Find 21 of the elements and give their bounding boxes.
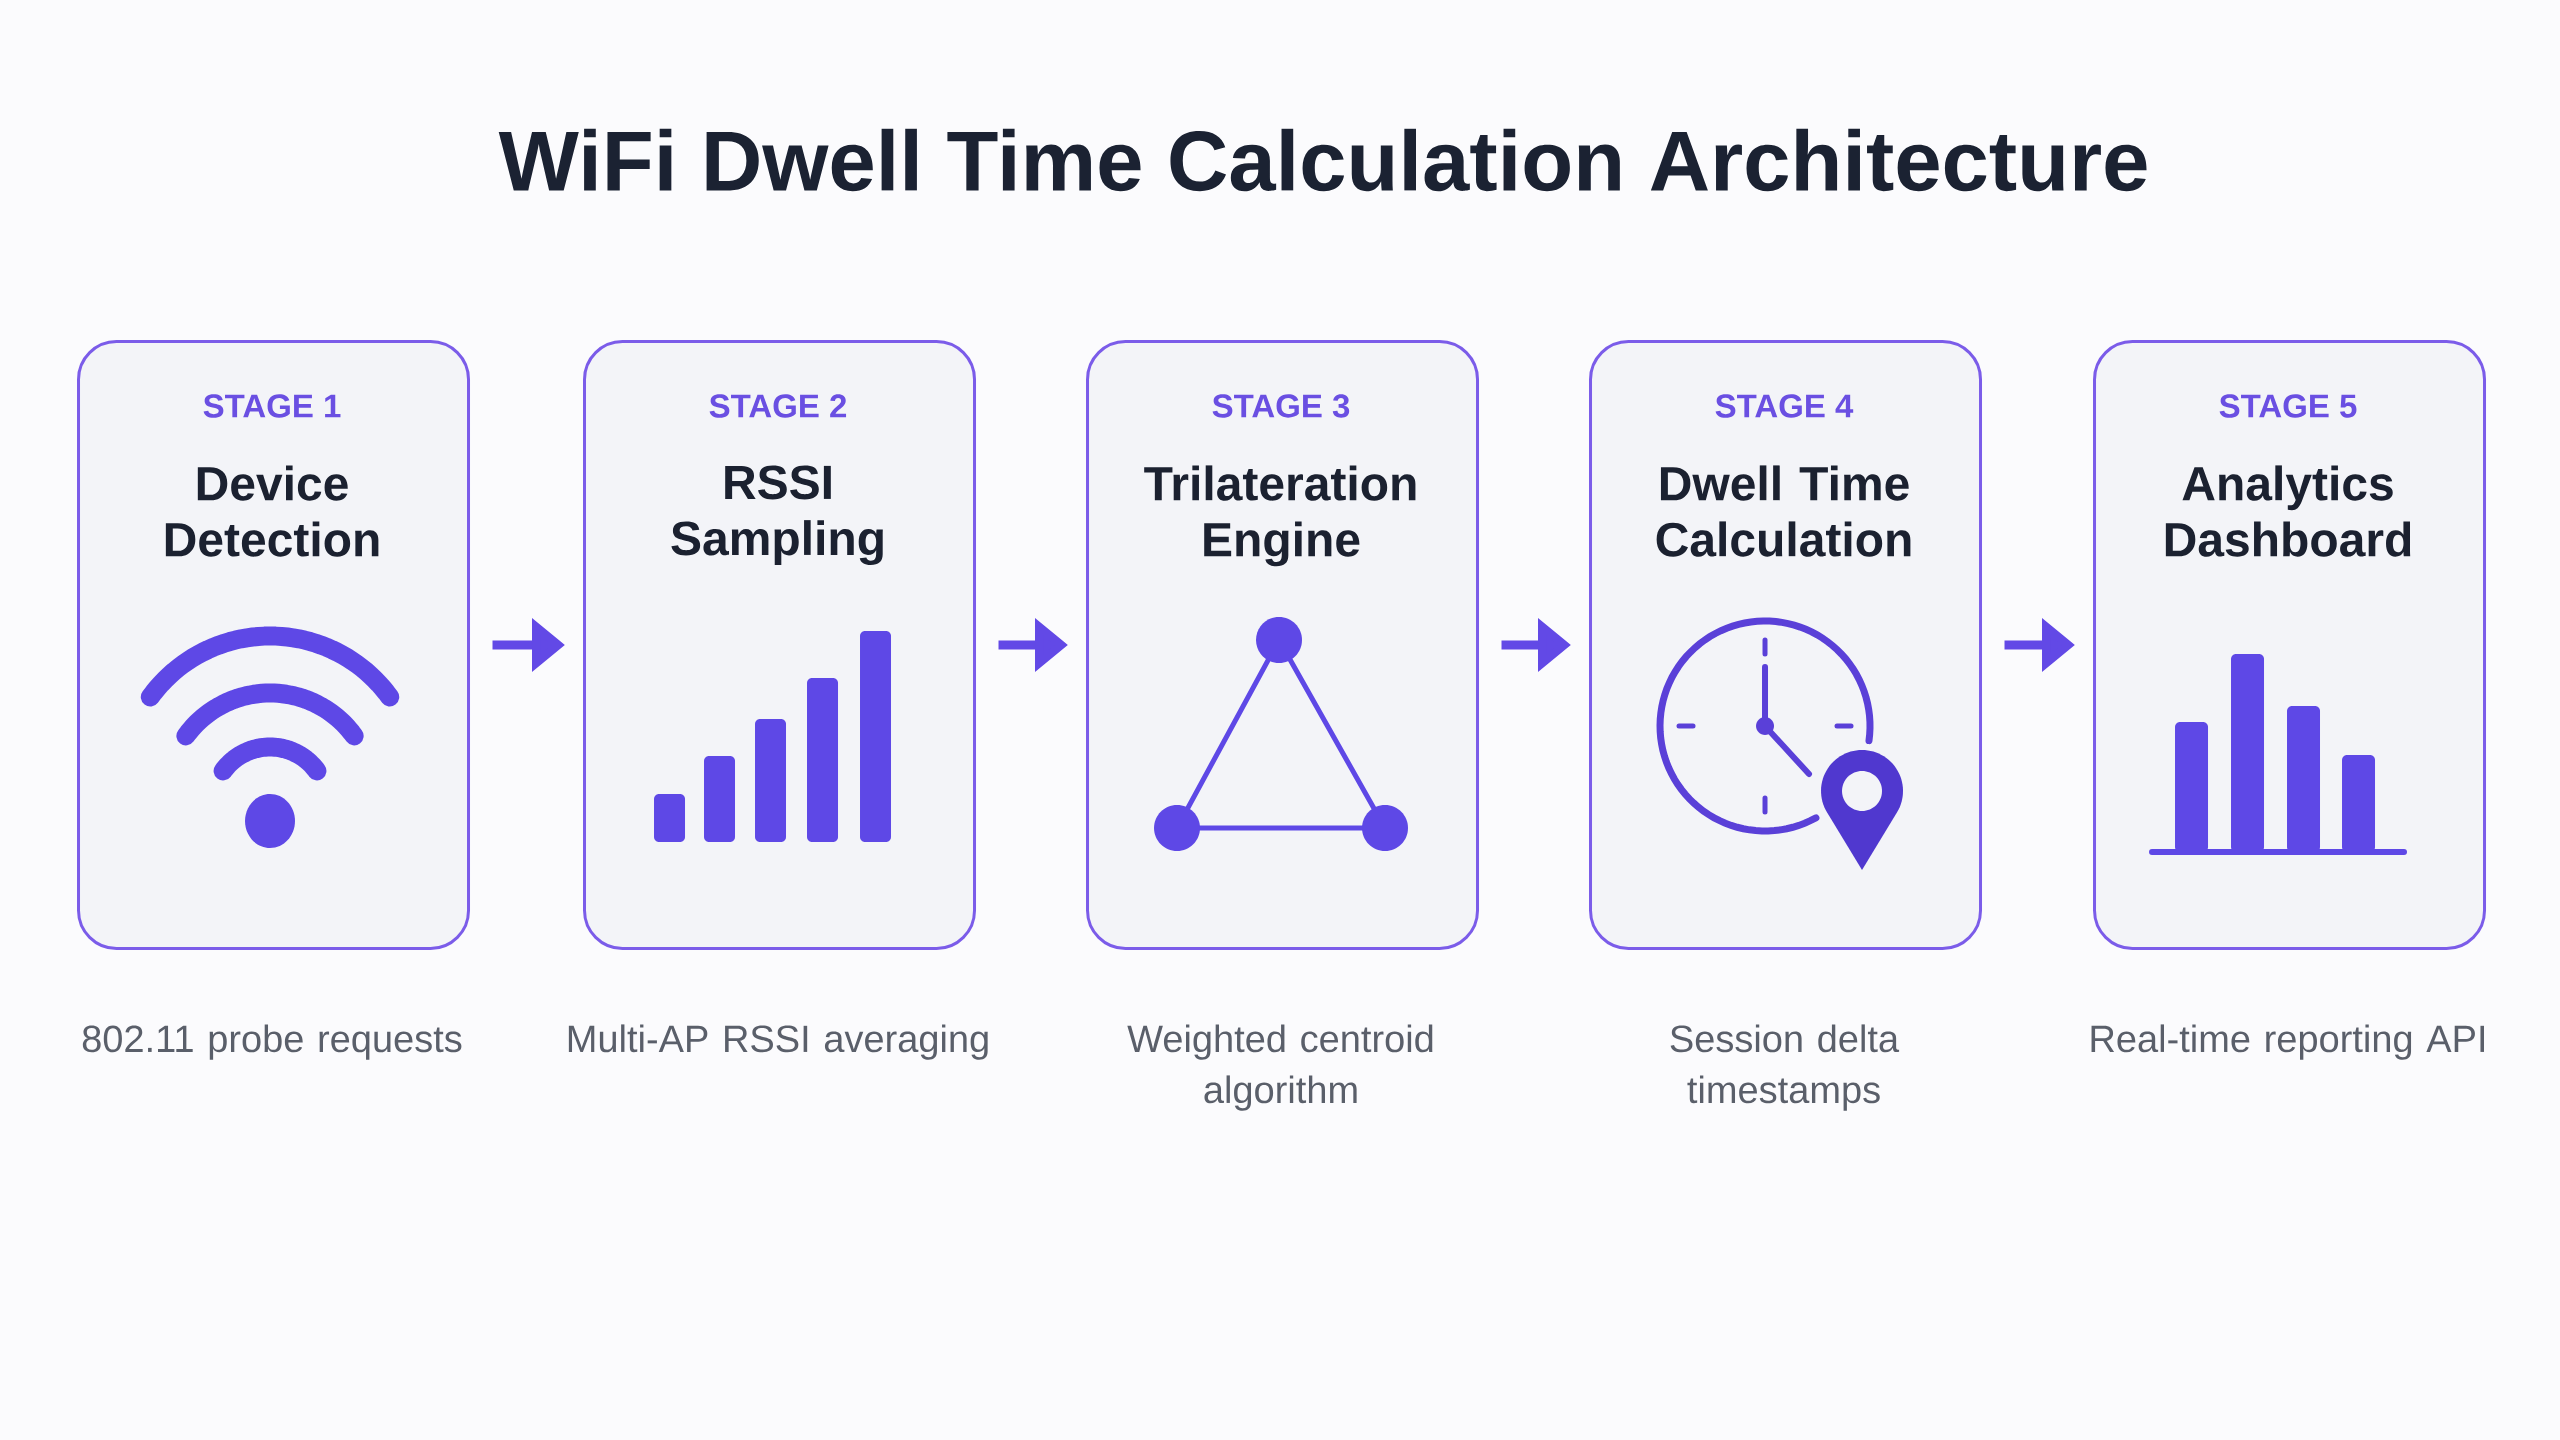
stage-card <box>1086 340 1479 950</box>
stage-card <box>2093 340 2486 950</box>
stage-card <box>77 340 470 950</box>
stage-heading: Device Detection <box>165 465 379 557</box>
stage-label: STAGE 4 <box>1715 394 1854 418</box>
stage-description: Multi-AP RSSI averaging <box>568 1024 988 1060</box>
title: WiFi Dwell Time Calculation Architecture <box>498 128 2147 192</box>
stage-card <box>1589 340 1982 950</box>
stage-description: Real-time reporting API <box>2091 1024 2484 1060</box>
stage-description: Weighted centroid algorithm <box>1127 1024 1433 1111</box>
stage-heading: Dwell Time Calculation <box>1656 465 1911 557</box>
stage-heading: Analytics Dashboard <box>2165 465 2411 557</box>
stage-description: Session delta timestamps <box>1670 1024 1900 1111</box>
stage-label: STAGE 5 <box>2219 394 2357 418</box>
stage-card <box>583 340 976 950</box>
stage-label: STAGE 2 <box>709 394 847 418</box>
stage-label: STAGE 1 <box>203 394 341 418</box>
stage-heading: Trilateration Engine <box>1144 465 1416 567</box>
stage-label: STAGE 3 <box>1212 394 1350 418</box>
stage-heading: RSSI Sampling <box>671 465 883 566</box>
stage-description: 802.11 probe requests <box>82 1024 462 1060</box>
